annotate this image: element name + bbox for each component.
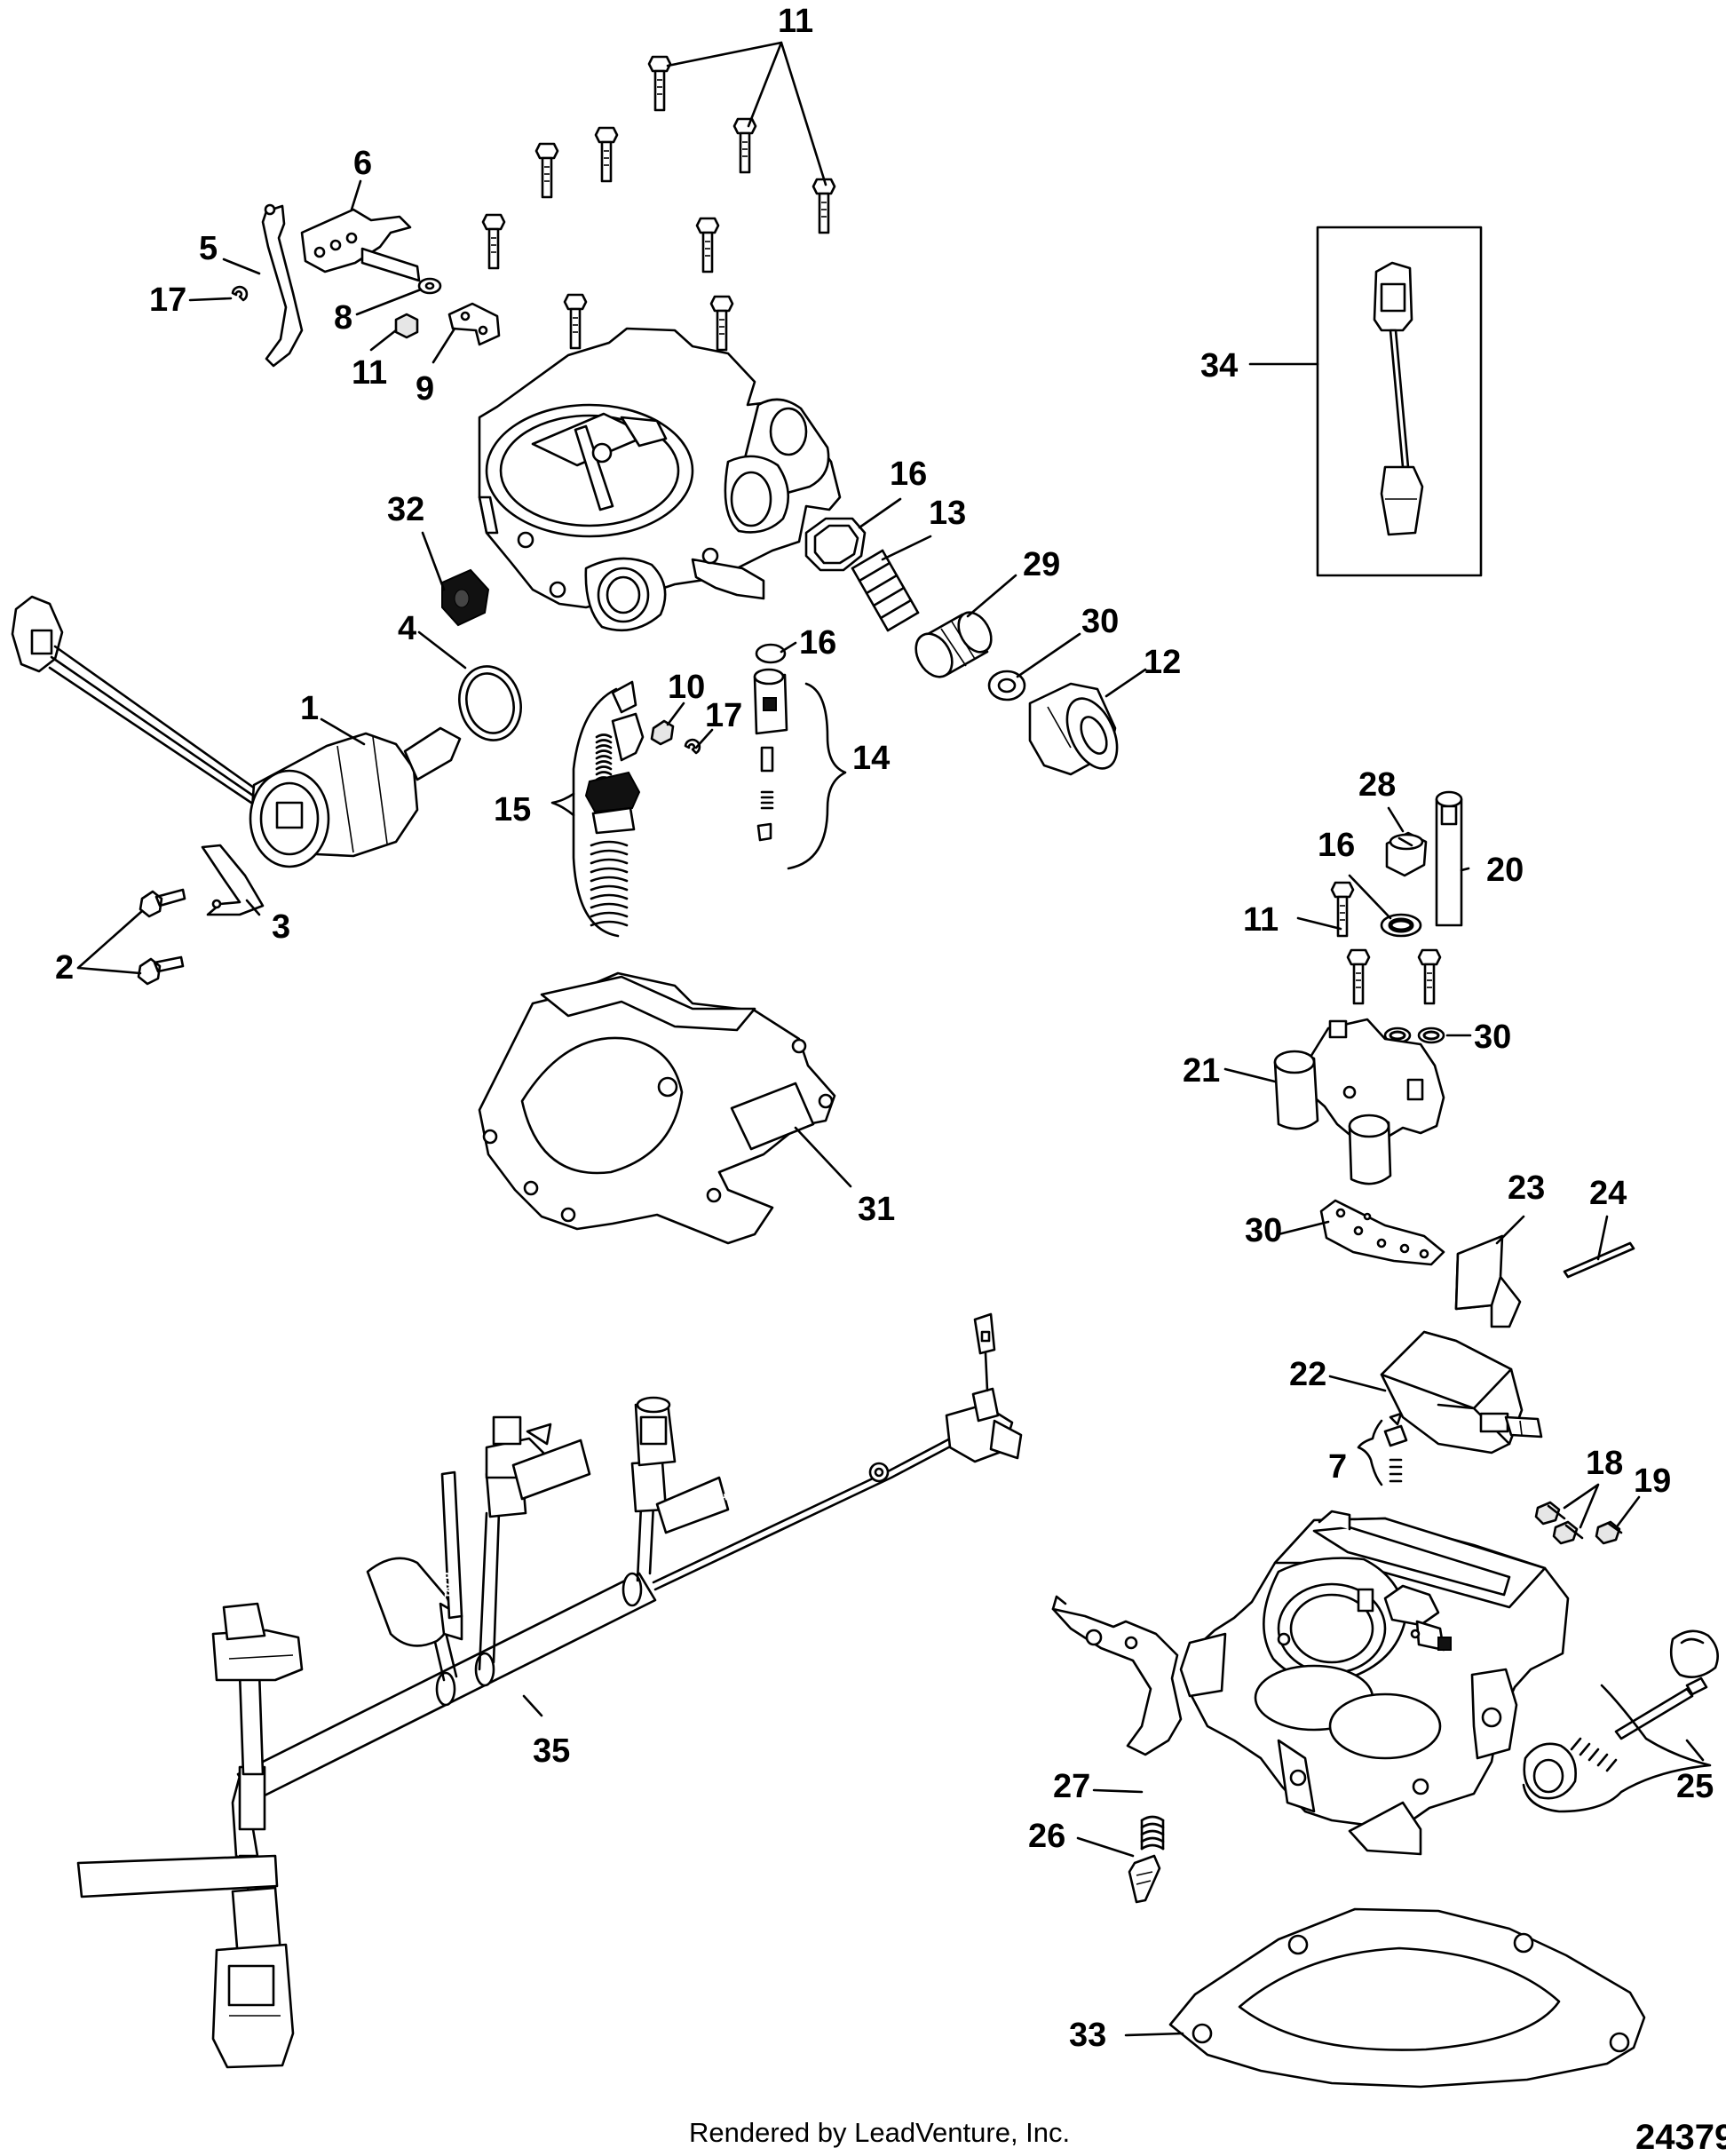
callout-26: 26 [1028,1818,1065,1855]
callout-29: 29 [1023,546,1060,583]
tube-20 [1435,790,1463,927]
callout-16: 16 [799,624,836,662]
callout-5: 5 [199,230,218,267]
plug-28 [1385,831,1428,877]
throttle-lever-5 [261,203,304,368]
callout-labels: 11 6 5 17 8 11 9 34 32 16 13 29 30 12 4 … [55,3,1714,2054]
screws-18 [1534,1501,1584,1545]
callout-31: 31 [858,1191,895,1228]
idle-solenoid-22 [1380,1330,1543,1455]
pin-24 [1563,1241,1635,1279]
callout-28: 28 [1358,766,1396,804]
callout-12: 12 [1144,644,1181,681]
washer-8 [417,277,442,295]
callout-22: 22 [1289,1356,1326,1393]
figure-number: 24379 [1635,2118,1726,2156]
callout-27: 27 [1053,1768,1090,1805]
fuel-filter-29 [914,611,993,678]
callout-7: 7 [1328,1448,1347,1486]
callout-4: 4 [398,610,416,647]
o-ring-16c [1380,913,1422,938]
clip-17b [684,738,701,755]
callout-11: 11 [352,354,387,392]
callout-17: 17 [149,281,186,319]
callout-16: 16 [890,456,927,493]
callout-6: 6 [353,145,372,182]
gasket-30c [1319,1199,1445,1266]
callout-30: 30 [1474,1019,1511,1056]
callout-24: 24 [1589,1175,1627,1212]
throttle-body-casting [1179,1510,1570,1856]
tach-tag: TACH [444,1572,455,1598]
gasket-16a [804,517,867,572]
screw-19 [1595,1520,1623,1545]
o-ring-4 [458,665,522,741]
callout-30: 30 [1245,1212,1282,1249]
callout-11: 11 [778,3,813,40]
screw-26 [1128,1854,1161,1904]
washers-30b [1383,1026,1445,1044]
callout-23: 23 [1508,1169,1545,1207]
inlet-fitting-12 [1028,682,1119,776]
callout-11: 11 [1243,901,1279,939]
screws-11c [1330,881,1442,1005]
washer-30a [987,670,1026,701]
callout-30: 30 [1081,603,1119,640]
retainer-3 [201,844,265,916]
gasket-31 [478,971,836,1245]
power-piston-15 [550,680,645,938]
callout-20: 20 [1486,852,1524,889]
callout-32: 32 [387,491,424,528]
spring-13 [851,549,920,632]
throttle-linkage [1051,1595,1183,1756]
callout-34: 34 [1200,347,1238,384]
choke-pulloff-25 [1522,1629,1719,1813]
bracket-23 [1454,1234,1522,1328]
callout-13: 13 [929,495,966,532]
callout-21: 21 [1183,1052,1220,1090]
callout-18: 18 [1586,1445,1623,1482]
callout-16: 16 [1318,827,1355,864]
callout-19: 19 [1634,1462,1671,1500]
plug-32 [441,568,490,627]
callout-2: 2 [55,949,74,987]
nut-11b [394,313,419,339]
callout-17: 17 [705,697,742,734]
choke-bracket-6 [300,208,421,282]
spring-27 [1140,1815,1165,1851]
accelerator-pump-14 [753,668,847,870]
air-horn-casting [478,327,842,632]
callout-1: 1 [300,690,319,727]
base-gasket-33 [1168,1907,1646,2089]
jet-assembly-7 [1357,1412,1408,1486]
callout-35: 35 [533,1732,570,1770]
screws-2 [137,888,186,986]
venturi-cluster-21 [1273,1018,1445,1185]
callout-25: 25 [1676,1768,1714,1805]
o-ring-16b [755,643,787,664]
clip-17a [231,285,249,302]
callout-3: 3 [272,908,290,946]
clip-10 [650,719,675,746]
callout-33: 33 [1069,2017,1106,2054]
wiring-harness-35: FUEL PUMP TACH TRIP SWITCH TRIP SWITCH [76,1312,1023,2069]
callout-9: 9 [416,370,434,408]
callout-8: 8 [334,299,352,337]
callout-10: 10 [668,669,705,706]
rendered-by-credit: Rendered by LeadVenture, Inc. [689,2117,1070,2148]
callout-14: 14 [852,740,890,777]
leader-lines [76,41,1705,2037]
inset-box-34 [1316,226,1483,577]
bracket-9 [447,302,501,346]
screw-group-11 [481,55,836,352]
callout-15: 15 [494,791,531,828]
electric-choke-1 [11,595,462,868]
fuel-pump-tag: FUEL PUMP [133,1872,191,1883]
